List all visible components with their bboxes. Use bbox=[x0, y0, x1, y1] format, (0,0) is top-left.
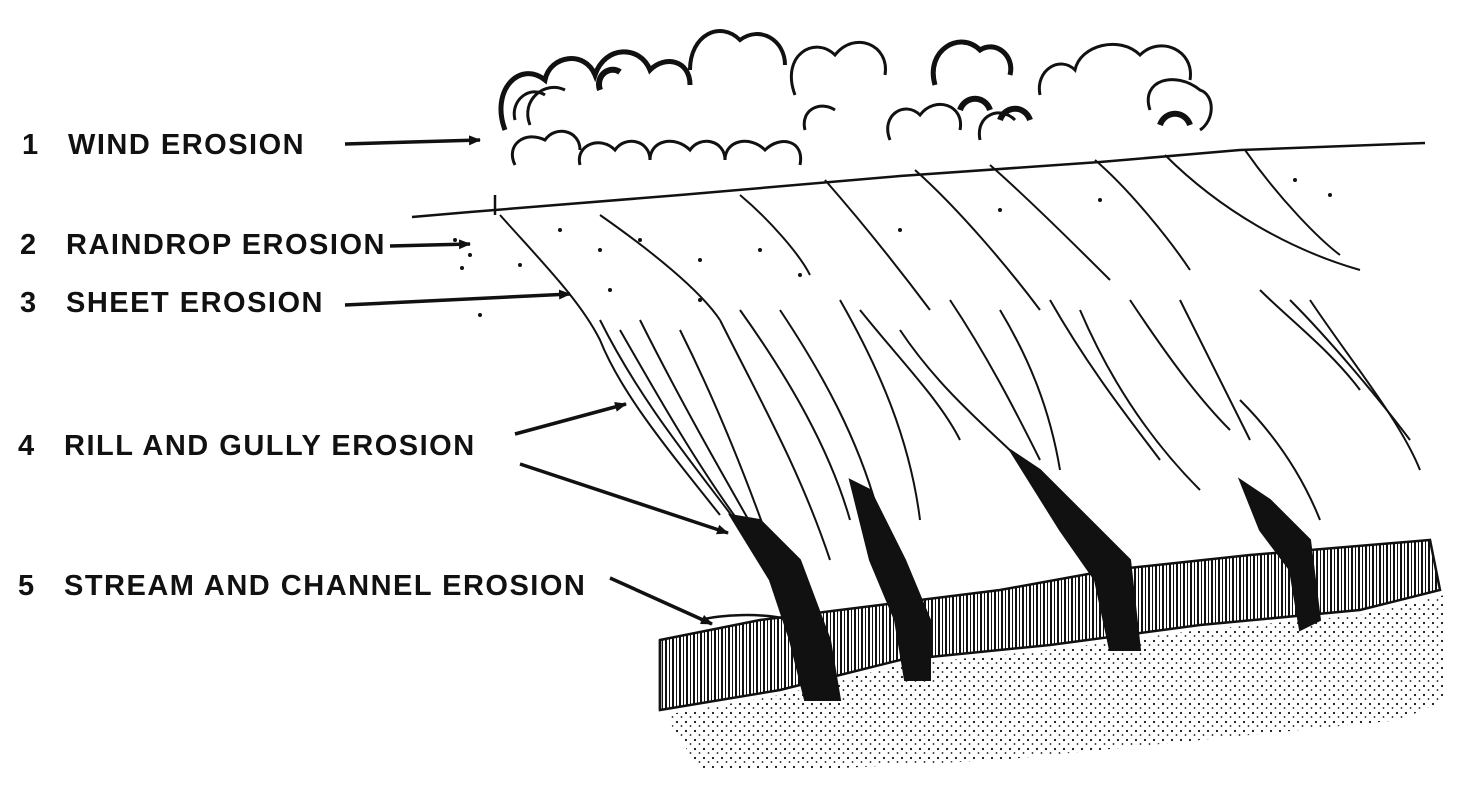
arrow-gully bbox=[519, 462, 729, 535]
slope-lines bbox=[499, 149, 1361, 516]
label-arrows bbox=[344, 135, 729, 626]
raindrop-dots bbox=[453, 178, 1332, 317]
arrow-sheet bbox=[344, 289, 571, 307]
dust-clouds bbox=[498, 29, 1213, 166]
arrow-wind bbox=[344, 135, 481, 146]
arrow-rill bbox=[514, 402, 627, 436]
arrow-stream bbox=[609, 576, 713, 626]
surface-line bbox=[411, 141, 1426, 219]
arrow-raindrop bbox=[389, 239, 471, 250]
rill-channels bbox=[599, 289, 1421, 561]
channel-floor bbox=[665, 595, 1445, 770]
